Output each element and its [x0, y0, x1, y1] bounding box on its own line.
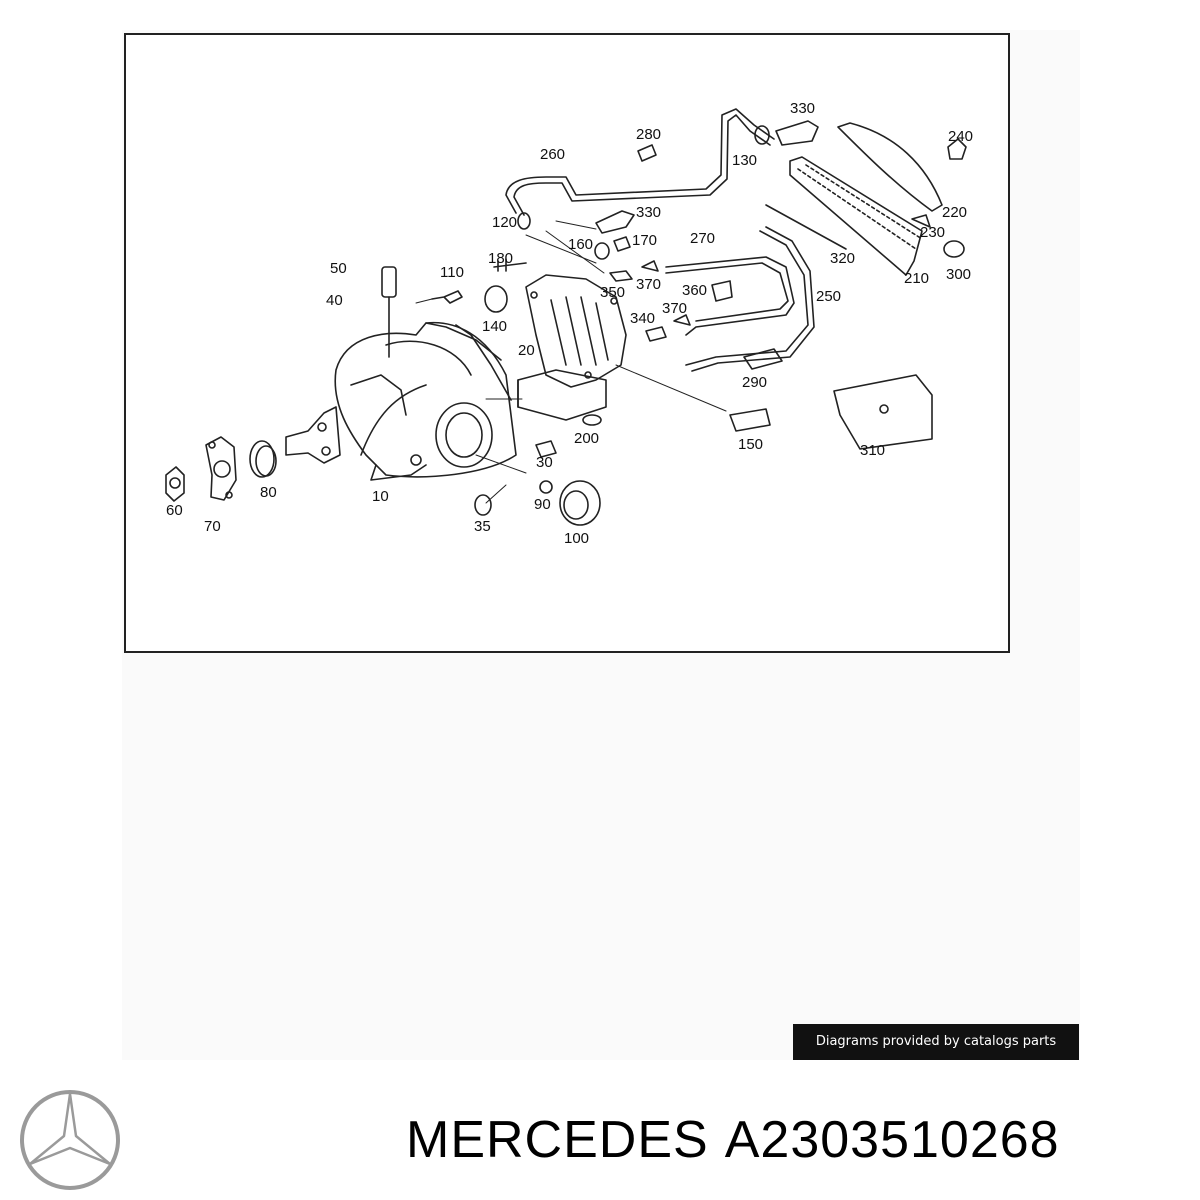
- mercedes-star-logo: [20, 1090, 120, 1190]
- callout-label: 280: [636, 126, 661, 143]
- callout-label: 320: [830, 250, 855, 267]
- callout-label: 270: [690, 230, 715, 247]
- part-340-bolt: [645, 326, 667, 342]
- part-20-cover: [517, 274, 627, 421]
- callout-label: 370: [636, 276, 661, 293]
- callout-label: 100: [564, 530, 589, 547]
- part-240-nut: [947, 138, 967, 160]
- part-130-seal: [754, 125, 770, 145]
- callout-label: 350: [600, 284, 625, 301]
- callout-label: 170: [632, 232, 657, 249]
- part-35-plug: [474, 494, 492, 516]
- diagram-credit-banner: Diagrams provided by catalogs parts: [793, 1024, 1079, 1060]
- callout-label: 20: [518, 342, 535, 359]
- parts-diagram: 330 280 130 260 240 120 330 220 160 170 …: [165, 100, 973, 547]
- callout-label: 340: [630, 310, 655, 327]
- part-200-washer: [582, 414, 602, 426]
- callout-label: 250: [816, 288, 841, 305]
- part-160-seal: [594, 242, 610, 260]
- part-210-oil-cooler: [789, 156, 923, 276]
- callout-label: 220: [942, 204, 967, 221]
- part-310-heat-shield: [833, 374, 933, 450]
- parts-diagram-frame: 330 280 130 260 240 120 330 220 160 170 …: [124, 33, 1010, 653]
- part-30-cap: [535, 440, 557, 458]
- callout-label: 240: [948, 128, 973, 145]
- callout-label: 90: [534, 496, 551, 513]
- part-350-bolt: [609, 270, 633, 282]
- callout-label: 35: [474, 518, 491, 535]
- callout-label: 120: [492, 214, 517, 231]
- part-150-sensor: [729, 408, 771, 432]
- part-170-plug: [613, 236, 631, 252]
- part-280-clip: [637, 144, 657, 162]
- part-220-cooler-shroud: [837, 122, 943, 212]
- part-10-differential-housing: [334, 321, 517, 481]
- part-370-clip: [641, 260, 659, 272]
- callout-labels: 330 280 130 260 240 120 330 220 160 170 …: [166, 100, 973, 547]
- callout-label: 370: [662, 300, 687, 317]
- callout-label: 260: [540, 146, 565, 163]
- part-90-circlip: [539, 480, 553, 494]
- callout-label: 300: [946, 266, 971, 283]
- part-360-bracket: [711, 280, 733, 302]
- callout-label: 70: [204, 518, 221, 535]
- callout-label: 140: [482, 318, 507, 335]
- callout-label: 360: [682, 282, 707, 299]
- part-180-stud: [493, 258, 527, 272]
- callout-label: 160: [568, 236, 593, 253]
- part-270-oil-line: [665, 256, 795, 336]
- brand-name: MERCEDES: [406, 1111, 709, 1169]
- callout-label: 330: [790, 100, 815, 117]
- part-number: A2303510268: [724, 1111, 1060, 1169]
- product-title: MERCEDES A2303510268: [406, 1110, 1076, 1170]
- callout-label: 80: [260, 484, 277, 501]
- part-80-seal: [249, 440, 277, 478]
- part-input-stub: [285, 406, 341, 464]
- part-120-seal: [517, 212, 531, 230]
- part-250-oil-line: [685, 226, 815, 372]
- part-320-strap: [765, 204, 847, 250]
- part-140-plug: [484, 285, 508, 313]
- part-230-bolt: [911, 214, 931, 228]
- callout-label: 10: [372, 488, 389, 505]
- callout-label: 50: [330, 260, 347, 277]
- leader-lines: [388, 220, 727, 504]
- callout-label: 310: [860, 442, 885, 459]
- part-70-flange: [205, 436, 237, 501]
- part-60-nut: [165, 466, 185, 502]
- part-330-fitting: [595, 210, 635, 234]
- callout-label: 210: [904, 270, 929, 287]
- part-370-clip-lower: [673, 314, 691, 326]
- callout-label: 180: [488, 250, 513, 267]
- part-300-grommet: [943, 240, 965, 258]
- callout-label: 230: [920, 224, 945, 241]
- part-290-banjo: [743, 348, 783, 370]
- callout-label: 130: [732, 152, 757, 169]
- callout-label: 200: [574, 430, 599, 447]
- callout-label: 330: [636, 204, 661, 221]
- part-100-seal: [559, 480, 601, 526]
- callout-label: 40: [326, 292, 343, 309]
- part-110-bolt: [431, 290, 463, 304]
- callout-label: 30: [536, 454, 553, 471]
- callout-label: 60: [166, 502, 183, 519]
- part-260-oil-line: [505, 108, 775, 216]
- part-330-fitting-upper: [775, 120, 819, 146]
- callout-label: 290: [742, 374, 767, 391]
- callout-label: 150: [738, 436, 763, 453]
- callout-label: 110: [440, 264, 464, 281]
